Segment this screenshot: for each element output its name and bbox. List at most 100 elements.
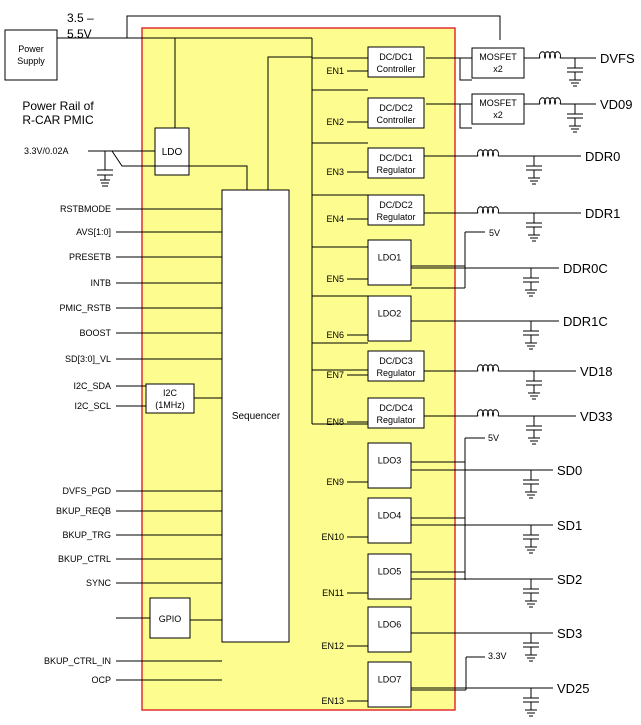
power-supply-box bbox=[4, 29, 58, 81]
signal-label: BKUP_TRG bbox=[62, 530, 111, 540]
power-supply-label-1: Power bbox=[18, 44, 44, 54]
regulator-block bbox=[367, 553, 412, 600]
output-label: SD0 bbox=[557, 463, 582, 478]
output-label: SD2 bbox=[557, 572, 582, 587]
enable-label: EN5 bbox=[326, 274, 344, 284]
left-signal-list: RSTBMODEAVS[1:0]PRESETBINTBPMIC_RSTBBOOS… bbox=[44, 204, 222, 685]
signal-label: AVS[1:0] bbox=[76, 227, 111, 237]
ldo-wiring bbox=[88, 150, 248, 190]
supply-wiring bbox=[57, 15, 501, 425]
enable-label: EN11 bbox=[322, 588, 344, 598]
regulator-block bbox=[367, 46, 425, 78]
inductor-symbol bbox=[477, 409, 499, 418]
i2c-label: I2C bbox=[163, 388, 178, 398]
rail-title-line2: R-CAR PMIC bbox=[22, 113, 94, 127]
ldo-supply-label-1: 5V bbox=[489, 228, 500, 238]
gpio-box bbox=[149, 597, 191, 639]
inductor-symbol bbox=[539, 51, 561, 60]
signal-label: I2C_SDA bbox=[73, 381, 111, 391]
block-subtitle: Regulator bbox=[376, 368, 415, 378]
output-label: DVFS bbox=[600, 51, 635, 66]
ldo-input-voltage: 3.3V/0.02A bbox=[24, 146, 69, 156]
regulator-block bbox=[367, 497, 412, 544]
mosfet-2-count: x2 bbox=[493, 110, 503, 120]
output-label: DDR1C bbox=[563, 314, 608, 329]
i2c-speed: (1MHz) bbox=[155, 400, 185, 410]
regulator-blocks: DC/DC1ControllerDC/DC2ControllerDC/DC1Re… bbox=[367, 46, 425, 708]
signal-label: SD[3:0]_VL bbox=[65, 354, 111, 364]
block-title: LDO5 bbox=[378, 567, 402, 577]
capacitor-symbol bbox=[523, 633, 539, 662]
output-label: SD3 bbox=[557, 626, 582, 641]
signal-label: BOOST bbox=[79, 328, 111, 338]
block-title: DC/DC4 bbox=[379, 403, 413, 413]
mosfet-box-1 bbox=[471, 47, 525, 79]
signal-label: OCP bbox=[91, 675, 111, 685]
capacitor-symbol bbox=[523, 321, 539, 350]
signal-label: BKUP_CTRL_IN bbox=[44, 656, 111, 666]
mosfet-2-label: MOSFET bbox=[479, 98, 517, 108]
enable-label: EN13 bbox=[321, 696, 344, 706]
block-subtitle: Controller bbox=[376, 115, 415, 125]
block-subtitle: Regulator bbox=[376, 415, 415, 425]
enable-label: EN3 bbox=[326, 167, 344, 177]
block-title: LDO6 bbox=[378, 620, 402, 630]
enable-label: EN10 bbox=[321, 532, 344, 542]
signal-label: BKUP_CTRL bbox=[58, 554, 111, 564]
block-title: DC/DC2 bbox=[379, 200, 413, 210]
power-supply-label-2: Supply bbox=[17, 56, 45, 66]
output-label: SD1 bbox=[557, 518, 582, 533]
inductor-symbol bbox=[477, 149, 499, 158]
inductor-symbol bbox=[539, 97, 561, 106]
signal-label: I2C_SCL bbox=[74, 401, 111, 411]
enable-wires: EN1EN2EN3EN4EN5EN6EN7EN8EN9EN10EN11EN12E… bbox=[321, 66, 368, 706]
signal-label: DVFS_PGD bbox=[62, 486, 111, 496]
internal-ldo-label: LDO bbox=[162, 147, 183, 158]
supply-voltage-line1: 3.5 – bbox=[67, 11, 94, 25]
enable-label: EN2 bbox=[326, 117, 344, 127]
capacitor-symbol bbox=[526, 156, 542, 185]
internal-ldo-box bbox=[154, 127, 190, 176]
mosfet-drive-wires bbox=[426, 57, 472, 129]
inductor-symbol bbox=[477, 206, 499, 215]
block-title: LDO4 bbox=[378, 511, 402, 521]
output-label: VD33 bbox=[580, 409, 613, 424]
block-subtitle: Regulator bbox=[376, 165, 415, 175]
block-title: LDO7 bbox=[378, 675, 402, 685]
capacitor-symbol bbox=[567, 58, 583, 87]
capacitor-symbol bbox=[567, 104, 583, 133]
block-subtitle: Regulator bbox=[376, 212, 415, 222]
signal-label: SYNC bbox=[86, 578, 112, 588]
enable-label: EN1 bbox=[326, 66, 344, 76]
regulator-block bbox=[367, 661, 412, 708]
inductor-symbol bbox=[477, 364, 499, 373]
regulator-block bbox=[367, 147, 425, 179]
capacitor-symbol bbox=[523, 579, 539, 608]
block-title: LDO3 bbox=[378, 456, 402, 466]
ldo-supply-label-3: 3.3V bbox=[488, 651, 507, 661]
capacitor-symbol bbox=[523, 525, 539, 554]
output-rails: DVFSVD09DDR0DDR1DDR0CDDR1CVD18VD33SD0SD1… bbox=[411, 51, 635, 717]
sequencer-box bbox=[221, 189, 290, 643]
i2c-box bbox=[145, 383, 195, 414]
regulator-block bbox=[367, 606, 412, 653]
regulator-block bbox=[367, 97, 425, 129]
regulator-block bbox=[367, 350, 425, 382]
regulator-block bbox=[367, 239, 412, 286]
mosfet-1-count: x2 bbox=[493, 64, 503, 74]
signal-label: PMIC_RSTB bbox=[59, 303, 111, 313]
mosfet-1-label: MOSFET bbox=[479, 52, 517, 62]
output-label: DDR0C bbox=[563, 261, 608, 276]
capacitor-symbol bbox=[526, 371, 542, 400]
block-title: LDO1 bbox=[378, 253, 402, 263]
signal-label: RSTBMODE bbox=[60, 204, 111, 214]
regulator-block bbox=[367, 442, 412, 489]
capacitor-symbol bbox=[526, 416, 542, 445]
block-title: DC/DC1 bbox=[379, 52, 413, 62]
block-title: LDO2 bbox=[378, 309, 402, 319]
enable-label: EN6 bbox=[326, 330, 344, 340]
output-label: VD25 bbox=[557, 681, 590, 696]
ldo-supply-wires bbox=[411, 231, 485, 691]
sequencer-label: Sequencer bbox=[232, 411, 281, 422]
